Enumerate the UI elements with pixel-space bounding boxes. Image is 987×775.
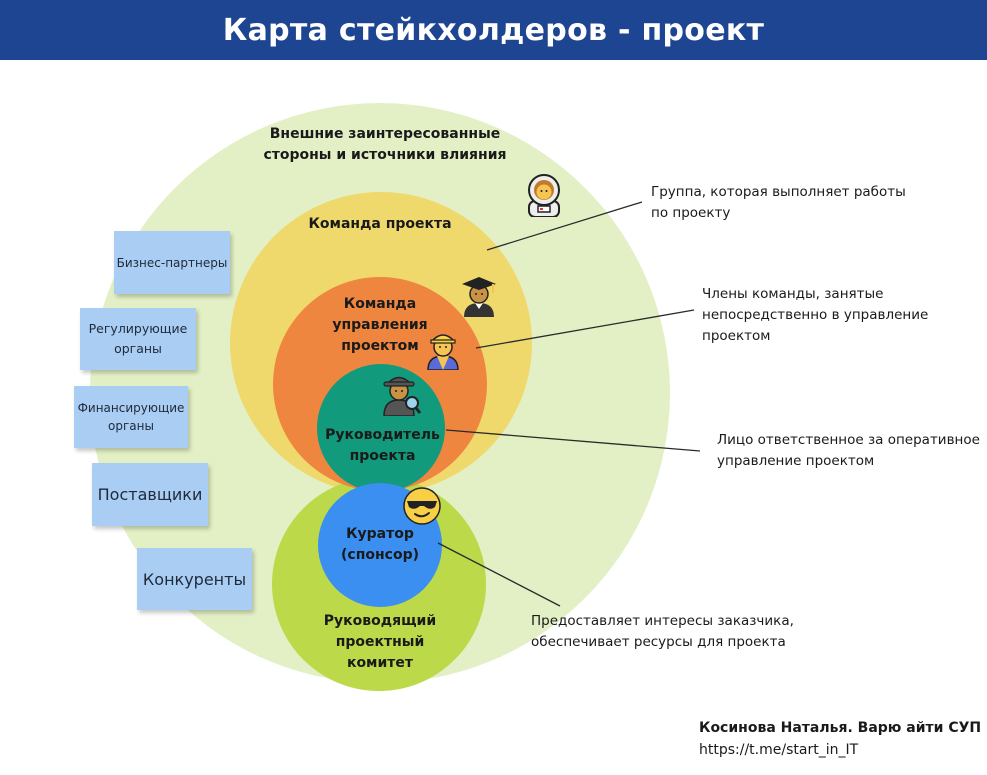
astronaut-icon [528, 174, 560, 217]
connector-team [486, 201, 643, 251]
footer-link[interactable]: https://t.me/start_in_IT [699, 742, 859, 758]
sunglasses-face-icon [403, 487, 441, 525]
connector-pm [445, 429, 701, 452]
connector-mgmt-team [475, 309, 695, 349]
graduate-icon [462, 277, 496, 317]
pm-circle-label: Руководитель проекта [325, 427, 440, 464]
detective-icon [383, 376, 422, 416]
mgmt-team-circle-label: Команда управления проектом [332, 296, 428, 354]
committee-circle-label: Руководящий проектный комитет [323, 613, 437, 671]
note-sponsor: Предоставляет интересы заказчика, обеспе… [531, 613, 794, 650]
connector-sponsor [437, 542, 561, 607]
sticky-funding-bodies: Финансирующие органы [74, 386, 188, 448]
header-bar: Карта стейкхолдеров - проект [0, 0, 987, 60]
sponsor-circle-label: Куратор (спонсор) [341, 526, 419, 563]
note-mgmt-team: Члены команды, занятые непосредственно в… [702, 286, 929, 344]
note-team: Группа, которая выполняет работы по прое… [651, 184, 906, 221]
footer-author: Косинова Наталья. Варю айти СУП [699, 720, 982, 736]
footer: Косинова Наталья. Варю айти СУП https://… [699, 717, 981, 761]
team-circle-label: Команда проекта [308, 216, 452, 232]
note-pm: Лицо ответственное за оперативное управл… [717, 432, 980, 469]
sticky-competitors: Конкуренты [137, 548, 252, 610]
pm-circle [317, 364, 445, 492]
page-title: Карта стейкхолдеров - проект [222, 12, 765, 48]
construction-worker-icon [427, 334, 459, 370]
sticky-suppliers: Поставщики [92, 463, 208, 526]
outer-circle-label: Внешние заинтересованные стороны и источ… [263, 126, 507, 163]
sticky-business-partners: Бизнес-партнеры [114, 231, 230, 294]
sticky-regulators: Регулирующие органы [80, 308, 196, 370]
